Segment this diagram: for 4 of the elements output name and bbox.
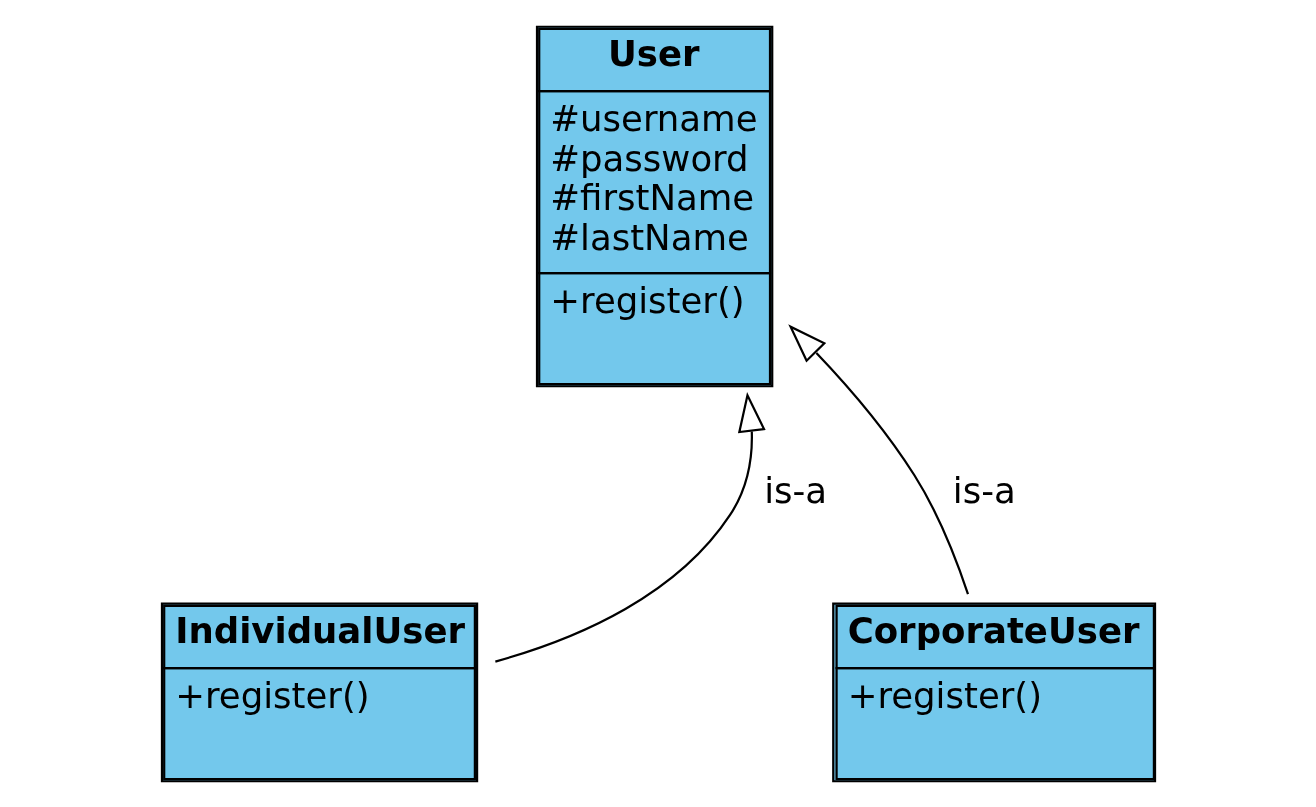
edge-label: is-a [952, 469, 1016, 511]
arrow [787, 323, 969, 594]
arrow [494, 391, 766, 663]
edge-label: is-a [763, 469, 827, 511]
